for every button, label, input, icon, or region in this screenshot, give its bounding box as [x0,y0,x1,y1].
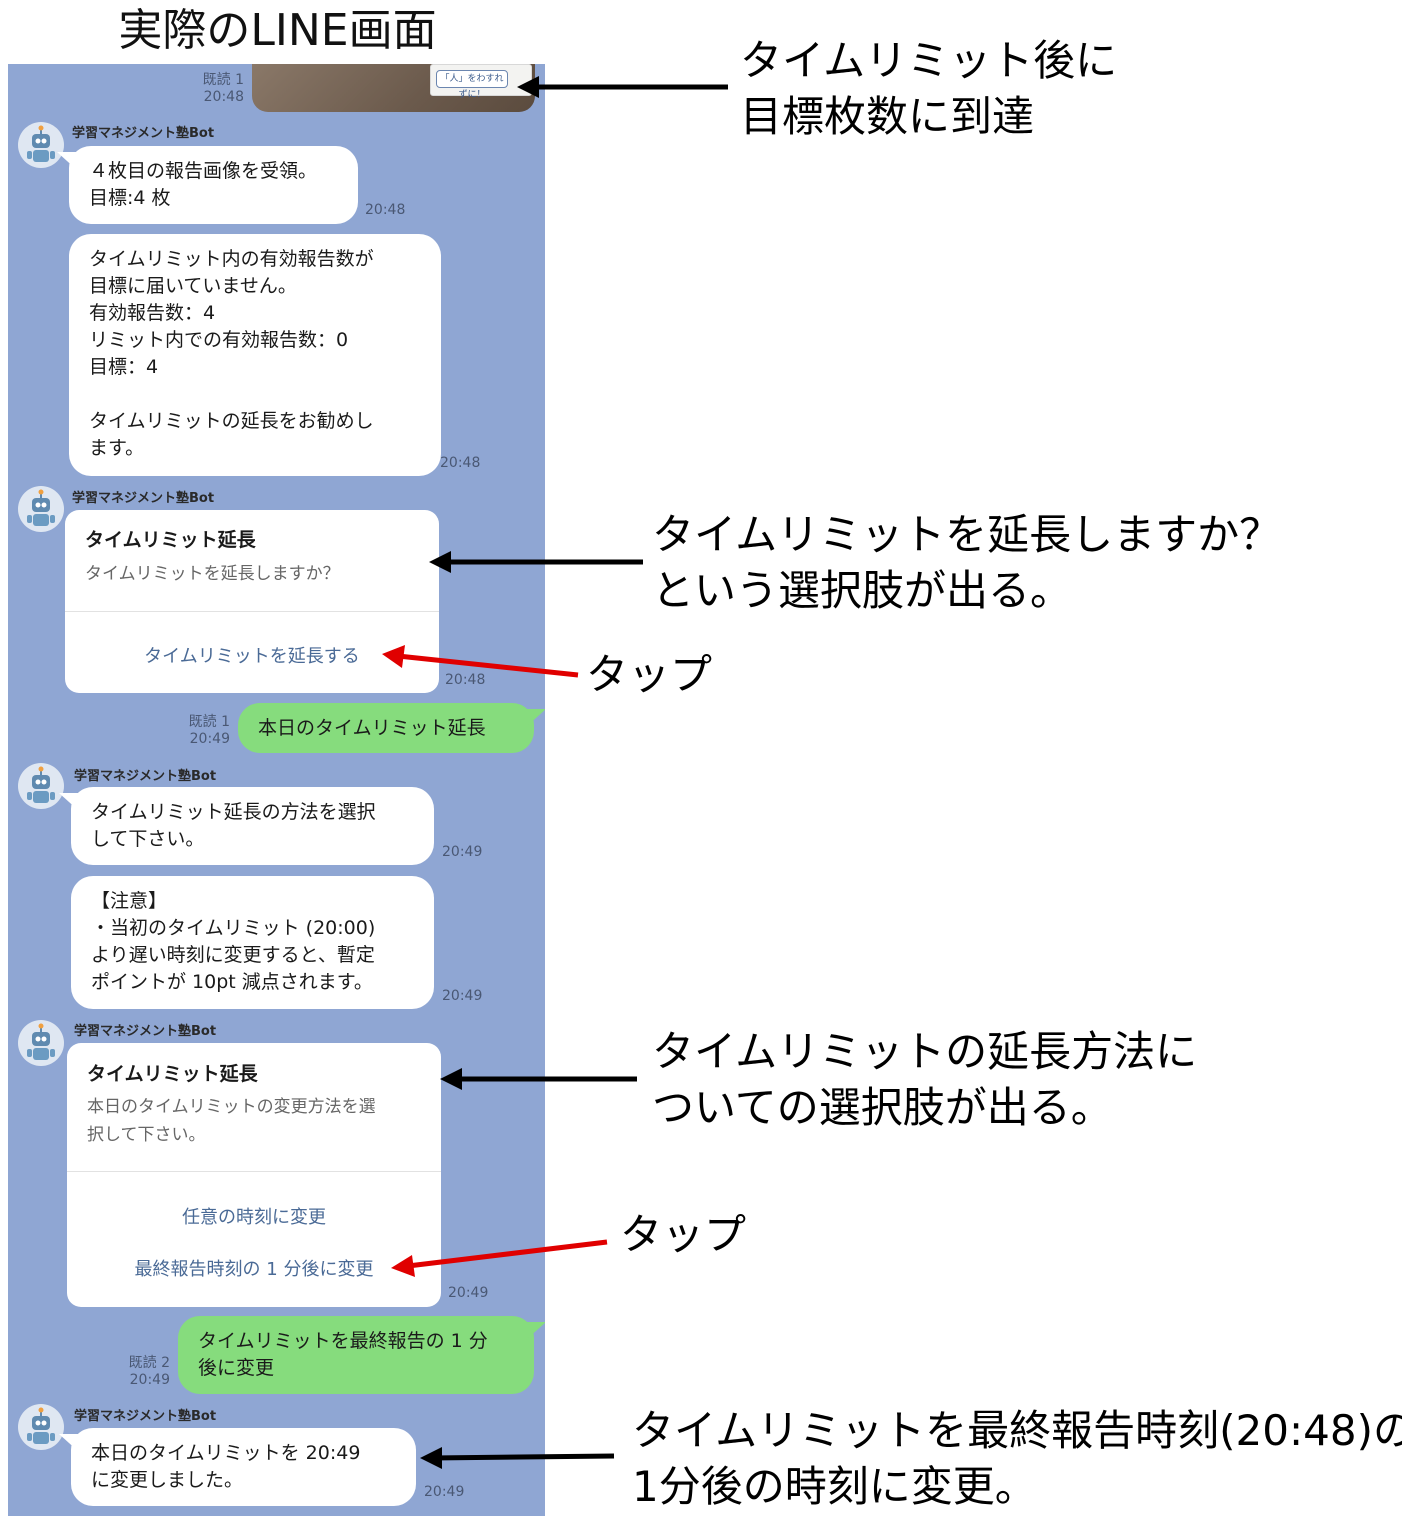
extend-timelimit-button[interactable]: タイムリミットを延長する [144,646,360,667]
bot-name: 学習マネジメント塾Bot [74,769,217,784]
page-heading: 実際のLINE画面 [118,5,437,56]
card-description: タイムリミットを延長しますか？ [85,564,340,584]
bot-message: 本日のタイムリミットを 20:49 に変更しました。 [59,1428,416,1506]
robot-avatar-icon[interactable] [18,1404,64,1450]
bot-message: 【注意】 ・当初のタイムリミット (20:00) より遅い時刻に変更すると、暫定… [71,876,434,1009]
read-time: 20:48 [203,89,244,105]
red-arrow-1 [382,645,579,678]
annotation-tap-1: タップ [586,650,713,699]
bot-name: 学習マネジメント塾Bot [74,1409,217,1424]
robot-avatar-icon[interactable] [18,763,64,809]
robot-avatar-icon[interactable] [18,1020,64,1066]
black-arrow-1 [517,76,728,98]
card-divider [67,1171,441,1172]
bot-message: ４枚目の報告画像を受領。 目標:4 枚 [57,146,358,224]
robot-avatar-icon[interactable] [18,486,64,532]
photo-tag-text: 「人」をわすれずに！ [436,70,508,100]
read-time: 20:49 [129,1372,170,1388]
message-time: 20:49 [448,1285,489,1301]
read-label: 既読 1 [188,714,230,730]
bot-message: タイムリミット延長の方法を選択 して下さい。 [59,787,434,865]
black-arrow-3 [440,1068,637,1090]
annotation-tap-2: タップ [620,1210,747,1259]
annotation-extend-choice: タイムリミットを延長しますか？ という選択肢が出る。 [652,510,1282,615]
black-arrow-2 [429,551,643,573]
message-time: 20:49 [424,1484,465,1500]
message-time: 20:48 [440,455,481,471]
change-one-minute-after-button[interactable]: 最終報告時刻の 1 分後に変更 [134,1259,374,1280]
message-time: 20:49 [442,988,483,1004]
red-arrow-2 [391,1239,608,1277]
chat-screenshot-2: 既読 1 20:49 本日のタイムリミット延長 学習マネジメント塾Bot タイム… [8,695,545,1516]
chat-screenshot-1: 「人」をわすれずに！ 既読 1 20:48 学習マネジメント塾Bot ４枚目の報… [8,64,545,695]
message-time: 20:48 [365,202,406,218]
read-receipt: 既読 1 20:49 [170,714,230,748]
bot-name: 学習マネジメント塾Bot [74,1024,217,1039]
option-card: タイムリミット延長 タイムリミットを延長しますか？ タイムリミットを延長する [65,510,439,693]
annotation-extend-method-choice: タイムリミットの延長方法に ついての選択肢が出る。 [652,1027,1198,1132]
bot-name: 学習マネジメント塾Bot [72,491,215,506]
message-time: 20:48 [445,672,486,688]
black-arrow-4 [420,1447,615,1469]
option-card: タイムリミット延長 本日のタイムリミットの変更方法を選 択して下さい。 任意の時… [67,1043,441,1307]
read-receipt: 既読 1 20:48 [184,72,244,106]
annotation-time-changed: タイムリミットを最終報告時刻(20:48)の 1分後の時刻に変更。 [632,1406,1402,1511]
annotation-goal-reached: タイムリミット後に 目標枚数に到達 [740,36,1118,141]
read-receipt: 既読 2 20:49 [110,1355,170,1389]
bot-message: タイムリミット内の有効報告数が 目標に届いていません。 有効報告数：4 リミット… [69,234,441,476]
robot-avatar-icon[interactable] [18,122,64,168]
read-time: 20:49 [189,731,230,747]
user-message: タイムリミットを最終報告の 1 分 後に変更 [178,1316,545,1394]
user-message: 本日のタイムリミット延長 [238,703,545,753]
card-divider [65,611,439,612]
read-label: 既読 1 [202,72,244,88]
card-title: タイムリミット延長 [87,1063,258,1085]
message-time: 20:49 [442,844,483,860]
bot-name: 学習マネジメント塾Bot [72,126,215,141]
card-description: 本日のタイムリミットの変更方法を選 択して下さい。 [87,1097,376,1145]
read-label: 既読 2 [128,1355,170,1371]
change-any-time-button[interactable]: 任意の時刻に変更 [182,1207,326,1228]
card-title: タイムリミット延長 [85,529,256,551]
